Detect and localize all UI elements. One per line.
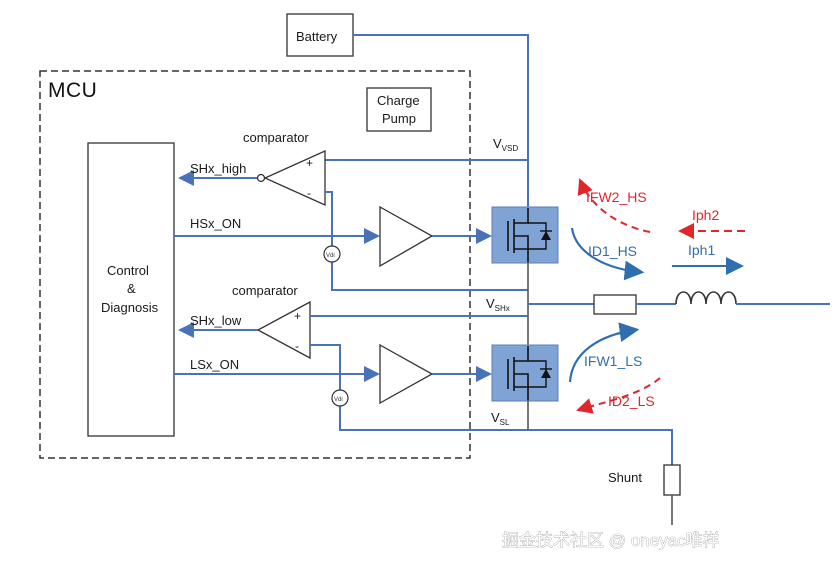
high-side-driver [379,205,434,268]
comparator-bottom-plus: + [294,309,301,323]
ifw2-hs-label: IFW2_HS [586,189,647,205]
comparator-bottom-minus: - [295,339,299,353]
vds-sense-top [323,245,341,263]
iph1-label: Iph1 [688,242,715,258]
shunt-label: Shunt [608,470,642,485]
charge-pump-box [366,87,432,132]
mcu-title: MCU [48,79,97,102]
ifw1-ls-label: IFW1_LS [584,353,642,369]
ground-return-wire [528,429,673,465]
vds-sense-bottom-label: Vdi [334,397,343,403]
low-side-mosfet [491,344,559,402]
vvsd-label: VVSD [493,136,518,153]
comparator-top [263,149,326,207]
lsx-on-label: LSx_ON [190,357,239,372]
shx-low-label: SHx_low [190,313,242,328]
battery-box [286,13,354,57]
shx-high-label: SHx_high [190,161,246,176]
comparator-top-plus: + [306,156,313,170]
vds-sense-top-label: Vdi [326,253,335,259]
ifw2-hs-arrow [577,178,651,233]
shunt-resistor [663,464,681,496]
battery-rail [353,34,529,208]
comparator-bottom [256,300,311,360]
charge-pump-label-1: Charge [377,93,420,108]
vsl-label: VSL [491,410,510,427]
charge-pump-label-2: Pump [382,111,416,126]
comparator-bottom-label: comparator [232,283,298,298]
iph2-label: Iph2 [692,207,719,223]
comparator-top-minus: - [307,186,311,200]
diagnosis-label: Diagnosis [101,300,159,315]
vshx-label: VSHx [486,296,510,313]
mcu-boundary [39,70,471,459]
high-side-mosfet [491,206,559,264]
phase-resistor [593,294,637,315]
control-label: Control [107,263,149,278]
ifw1-ls-arrow [568,322,640,383]
low-side-driver [379,343,434,405]
battery-label: Battery [296,29,338,44]
id1-hs-arrow [570,227,645,281]
id1-hs-label: ID1_HS [588,243,637,259]
control-diagnosis-block [87,142,175,437]
watermark: 掘金技术社区 @ oneyac唯样 [502,531,720,550]
comparator-bottom-minus-wire [310,344,528,431]
hsx-on-label: HSx_ON [190,216,241,231]
inductor [675,291,737,305]
vds-sense-bottom [331,389,349,407]
comparator-top-label: comparator [243,130,309,145]
comparator-top-minus-wire [325,191,528,291]
id2-ls-label: ID2_LS [608,393,655,409]
control-amp-label: & [127,281,136,296]
comparator-top-invert-bubble [256,173,266,183]
